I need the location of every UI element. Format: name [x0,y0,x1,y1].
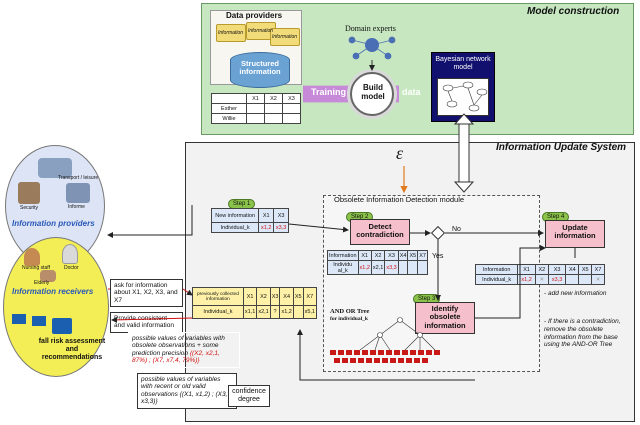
security-icon [18,182,40,204]
update-note-add: - add new information [544,290,607,297]
receiver-item: Doctor [64,265,79,271]
data-providers-label: Data providers [226,11,283,20]
model-construction-title: Model construction [527,6,620,17]
bayes-graph [442,81,488,112]
obsolete-values-note: possible values of variables with obsole… [128,332,240,368]
folder-icon [270,28,300,46]
provider-item: Informe [68,204,85,210]
folder-label: Information [248,28,274,34]
obsolete-values-list: {(X2, x2,1, 87%) ; (X7, x7,4, 79%)} [132,349,220,365]
confidence-degree-box: confidence degree [228,385,270,408]
folder-icon [216,24,246,42]
provider-item: Transport / leisure [58,175,99,181]
folder-label: Information [272,34,298,40]
flow-arrow [297,329,475,381]
flow-arrow [107,205,193,238]
elderly-icon [40,270,56,282]
doctor-icon [62,244,78,264]
epsilon-symbol: ε [396,143,404,163]
build-model-gear [350,72,394,116]
valid-values-list: {(X1, x1,2) ; (X3, x3,3)} [141,390,228,406]
receiver-item: Nursing staff [22,265,50,271]
flow-arrow [475,245,546,319]
update-note-remove: - If there is a contradiction, remove th… [544,318,621,349]
ask-info-box: ask for information about X1, X2, X3, an… [110,279,183,308]
flow-arrow [288,223,349,233]
provider-item: Security [20,205,39,211]
and-or-tree-subtitle: for individual_k [330,316,368,322]
identify-obsolete-label: Identify obsolete information [424,304,466,330]
domain-experts-label: Domain experts [345,24,396,33]
fall-risk-label: fall risk assessment and recommendations [38,338,106,362]
build-model-label: Build model [361,83,385,101]
oidm-title: Obsolete Information Detection module [334,195,465,204]
detect-contradiction-label: Detect contradiction [356,222,404,240]
bayes-to-ius-connector [453,113,475,193]
informe-icon [66,183,90,203]
transport-icon [38,158,72,178]
detect-contradiction-box [350,219,410,245]
screen-icon [52,318,72,334]
ius-title: Information Update System [496,142,627,153]
structured-info-label: Structured information [239,59,281,77]
and-or-leaves [330,350,440,363]
experts-network-lines [348,36,396,60]
laptop-icon [32,316,46,326]
update-information-box [545,220,605,248]
obsolete-values-text: possible values of variables with obsole… [132,335,225,357]
folder-label: Information [218,30,244,36]
no-label: No [452,226,461,233]
receivers-ellipse [3,237,109,377]
identify-obsolete-box [415,302,475,334]
valid-values-note: possible values of variables with recent… [137,373,237,409]
update-information-label: Update information [554,223,596,241]
information-providers-label: Information providers [12,219,95,228]
ask-arrow [182,288,193,296]
database-icon [230,52,290,88]
and-or-tree [359,317,436,351]
monitor-icon [12,314,26,324]
nursing-staff-icon [24,248,40,266]
training-label: Training [311,87,347,97]
bayesian-network-label: Bayesian network model [435,56,491,71]
and-or-tree-title: AND OR Tree [330,308,370,315]
provide-arrow [111,316,193,323]
information-receivers-label: Information receivers [12,287,94,296]
data-label: data [402,87,421,97]
receiver-item: Elderly [34,280,50,286]
valid-values-text: possible values of variables with recent… [141,376,221,398]
